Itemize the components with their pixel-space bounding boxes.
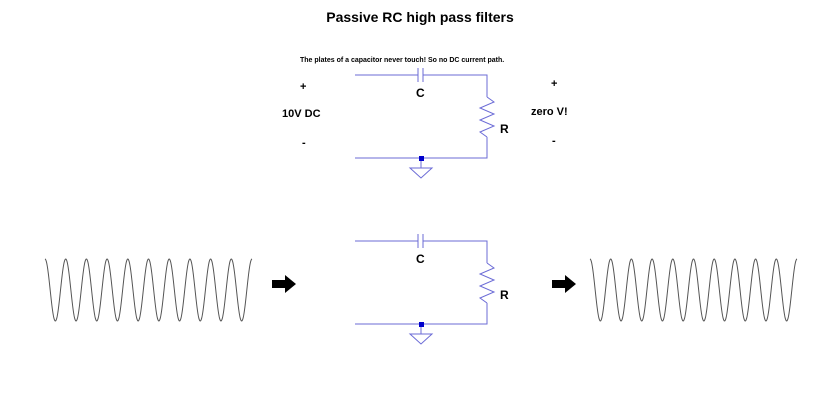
bottom-capacitor-label: C	[416, 252, 425, 266]
output-sine-wave	[589, 258, 798, 322]
bottom-wire-lower	[355, 303, 488, 325]
diagram-title: Passive RC high pass filters	[326, 9, 514, 25]
top-resistor	[478, 96, 496, 138]
top-circuit	[355, 68, 496, 179]
bottom-ground-symbol	[408, 333, 434, 345]
bottom-circuit	[355, 234, 496, 345]
top-output-minus: -	[552, 135, 556, 147]
bottom-resistor-label: R	[500, 288, 509, 302]
bottom-wire-upper-right	[423, 240, 488, 263]
top-resistor-label: R	[500, 122, 509, 136]
top-input-plus: +	[300, 81, 307, 93]
input-arrow-icon	[272, 275, 296, 293]
output-arrow-icon	[552, 275, 576, 293]
top-input-minus: -	[302, 137, 306, 149]
top-wire-upper-right	[423, 74, 488, 97]
top-ground-symbol	[408, 167, 434, 179]
input-sine-wave	[44, 258, 253, 322]
bottom-ground-node	[419, 322, 424, 327]
capacitor-note: The plates of a capacitor never touch! S…	[300, 57, 505, 64]
top-output-label: zero V!	[531, 106, 568, 118]
top-wire-lower	[355, 137, 488, 159]
top-output-plus: +	[551, 78, 558, 90]
bottom-resistor	[478, 262, 496, 304]
top-capacitor-label: C	[416, 86, 425, 100]
top-input-label: 10V DC	[282, 108, 321, 120]
top-ground-node	[419, 156, 424, 161]
